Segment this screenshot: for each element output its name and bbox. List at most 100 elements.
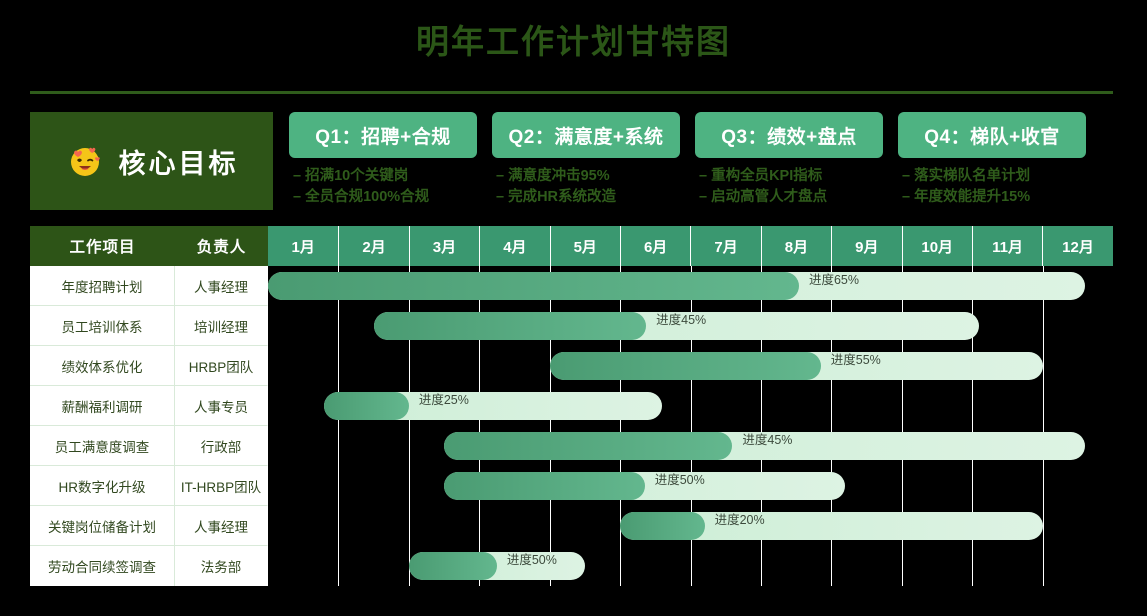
gantt-bar-track[interactable] [620, 512, 1043, 540]
gantt-bar-track[interactable] [444, 432, 1085, 460]
cell-owner: IT-HRBP团队 [175, 466, 268, 506]
gantt-progress-label: 进度45% [656, 313, 707, 327]
cell-item: 关键岗位储备计划 [30, 506, 175, 546]
gantt-bar-track[interactable] [373, 312, 980, 340]
gantt-bar-track[interactable] [444, 472, 846, 500]
column-header-month: 7月 [690, 226, 761, 266]
gantt-progress-label: 进度65% [808, 273, 859, 287]
quarter-heading-q1: Q1：招聘+合规 [289, 112, 477, 158]
gantt-bar-progress-fill [373, 312, 647, 340]
cell-item: 绩效体系优化 [30, 346, 175, 386]
gantt-bar-row: 进度45% [268, 306, 1113, 346]
gantt-progress-label: 进度55% [830, 353, 881, 367]
gantt-bar-progress-fill [268, 272, 799, 300]
gantt-bar-row: 进度50% [268, 466, 1113, 506]
core-objectives-label: 核心目标 [118, 148, 239, 179]
column-header-item: 工作项目 [30, 226, 175, 266]
quarter-bullet-text: 满意度冲击95% [508, 168, 610, 184]
table-row[interactable]: 员工满意度调查行政部 [30, 426, 1113, 466]
column-header-month: 9月 [831, 226, 902, 266]
quarter-bullet: –启动高管人才盘点 [699, 189, 828, 205]
cell-owner: 法务部 [175, 546, 268, 586]
quarter-bullet: –年度效能提升15% [902, 189, 1031, 205]
column-header-month: 3月 [408, 226, 480, 266]
gantt-bar-progress-fill [549, 352, 821, 380]
column-header-month: 12月 [1042, 226, 1113, 266]
quarter-bullet: –全员合规100%合规 [293, 189, 430, 205]
quarter-bullet: –重构全员KPI指标 [699, 168, 823, 184]
gantt-bar-track[interactable] [268, 272, 1085, 300]
gantt-progress-label: 进度45% [742, 433, 793, 447]
table-row[interactable]: 劳动合同续签调查法务部 [30, 546, 1113, 586]
quarter-bullet-text: 招满10个关键岗 [305, 168, 409, 184]
quarter-bullet-text: 年度效能提升15% [914, 189, 1031, 205]
page-title-wrap: 明年工作计划甘特图 [0, 20, 1147, 64]
gantt-bar-row: 进度25% [268, 386, 1113, 426]
quarter-card-q1[interactable]: Q1：招聘+合规 –招满10个关键岗 –全员合规100%合规 [289, 112, 477, 208]
quarter-bullet: –满意度冲击95% [496, 168, 610, 184]
cell-owner: HRBP团队 [175, 346, 268, 386]
gantt-bar-row: 进度50% [268, 546, 1113, 586]
cell-item: 劳动合同续签调查 [30, 546, 175, 586]
table-row[interactable]: 关键岗位储备计划人事经理 [30, 506, 1113, 546]
gantt-progress-label: 进度20% [714, 513, 765, 527]
gantt-bar-track[interactable] [549, 352, 1043, 380]
column-header-month: 6月 [619, 226, 691, 266]
gantt-bar-row: 进度45% [268, 426, 1113, 466]
smiling-face-with-hearts-emoji [65, 141, 105, 181]
quarter-bullet: –落实梯队名单计划 [902, 168, 1031, 184]
title-divider [30, 91, 1113, 94]
cell-owner: 人事经理 [175, 506, 268, 546]
quarter-bullets-q3: –重构全员KPI指标 –启动高管人才盘点 [695, 166, 883, 208]
column-header-month: 4月 [479, 226, 550, 266]
gantt-bar-track[interactable] [408, 552, 585, 580]
quarter-card-q4[interactable]: Q4：梯队+收官 –落实梯队名单计划 –年度效能提升15% [898, 112, 1086, 208]
quarter-bullet-text: 落实梯队名单计划 [914, 168, 1031, 184]
gantt-bar-row: 进度20% [268, 506, 1113, 546]
quarter-card-q2[interactable]: Q2：满意度+系统 –满意度冲击95% –完成HR系统改造 [492, 112, 680, 208]
table-row[interactable]: 员工培训体系培训经理 [30, 306, 1113, 346]
column-header-month: 2月 [338, 226, 409, 266]
column-header-month: 1月 [268, 226, 339, 266]
gantt-bar-progress-fill [444, 432, 733, 460]
quarter-bullets-q1: –招满10个关键岗 –全员合规100%合规 [289, 166, 477, 208]
quarter-card-q3[interactable]: Q3：绩效+盘点 –重构全员KPI指标 –启动高管人才盘点 [695, 112, 883, 208]
cell-owner: 人事专员 [175, 386, 268, 426]
gantt-bar-progress-fill [444, 472, 645, 500]
column-header-month: 8月 [760, 226, 832, 266]
gantt-bar-track[interactable] [324, 392, 663, 420]
cell-item: 员工满意度调查 [30, 426, 175, 466]
quarter-bullet: –完成HR系统改造 [496, 189, 617, 205]
gantt-bars-layer: 进度65% 进度45% 进度55% 进度25% 进度45% 进度50% 进度20% 进度50% [268, 266, 1113, 586]
gantt-bar-progress-fill [620, 512, 705, 540]
cell-owner: 培训经理 [175, 306, 268, 346]
cell-owner: 人事经理 [175, 266, 268, 306]
page-title: 明年工作计划甘特图 [416, 23, 731, 60]
quarter-bullet: –招满10个关键岗 [293, 168, 409, 184]
column-header-owner: 负责人 [175, 226, 268, 266]
table-row[interactable]: 年度招聘计划人事经理 [30, 266, 1113, 306]
quarter-bullet-text: 启动高管人才盘点 [711, 189, 828, 205]
gantt-progress-label: 进度25% [418, 393, 469, 407]
quarter-bullet-text: 完成HR系统改造 [508, 189, 617, 205]
gantt-progress-label: 进度50% [654, 473, 705, 487]
core-objectives-box: 核心目标 [30, 112, 273, 210]
quarter-bullet-text: 全员合规100%合规 [305, 189, 430, 205]
cell-owner: 行政部 [175, 426, 268, 466]
gantt-bar-row: 进度65% [268, 266, 1113, 306]
quarter-bullets-q2: –满意度冲击95% –完成HR系统改造 [492, 166, 680, 208]
cell-item: 年度招聘计划 [30, 266, 175, 306]
gantt-bar-row: 进度55% [268, 346, 1113, 386]
quarter-heading-q4: Q4：梯队+收官 [898, 112, 1086, 158]
quarter-bullets-q4: –落实梯队名单计划 –年度效能提升15% [898, 166, 1086, 208]
gantt-bar-progress-fill [324, 392, 409, 420]
cell-item: 员工培训体系 [30, 306, 175, 346]
table-row[interactable]: 薪酬福利调研人事专员 [30, 386, 1113, 426]
